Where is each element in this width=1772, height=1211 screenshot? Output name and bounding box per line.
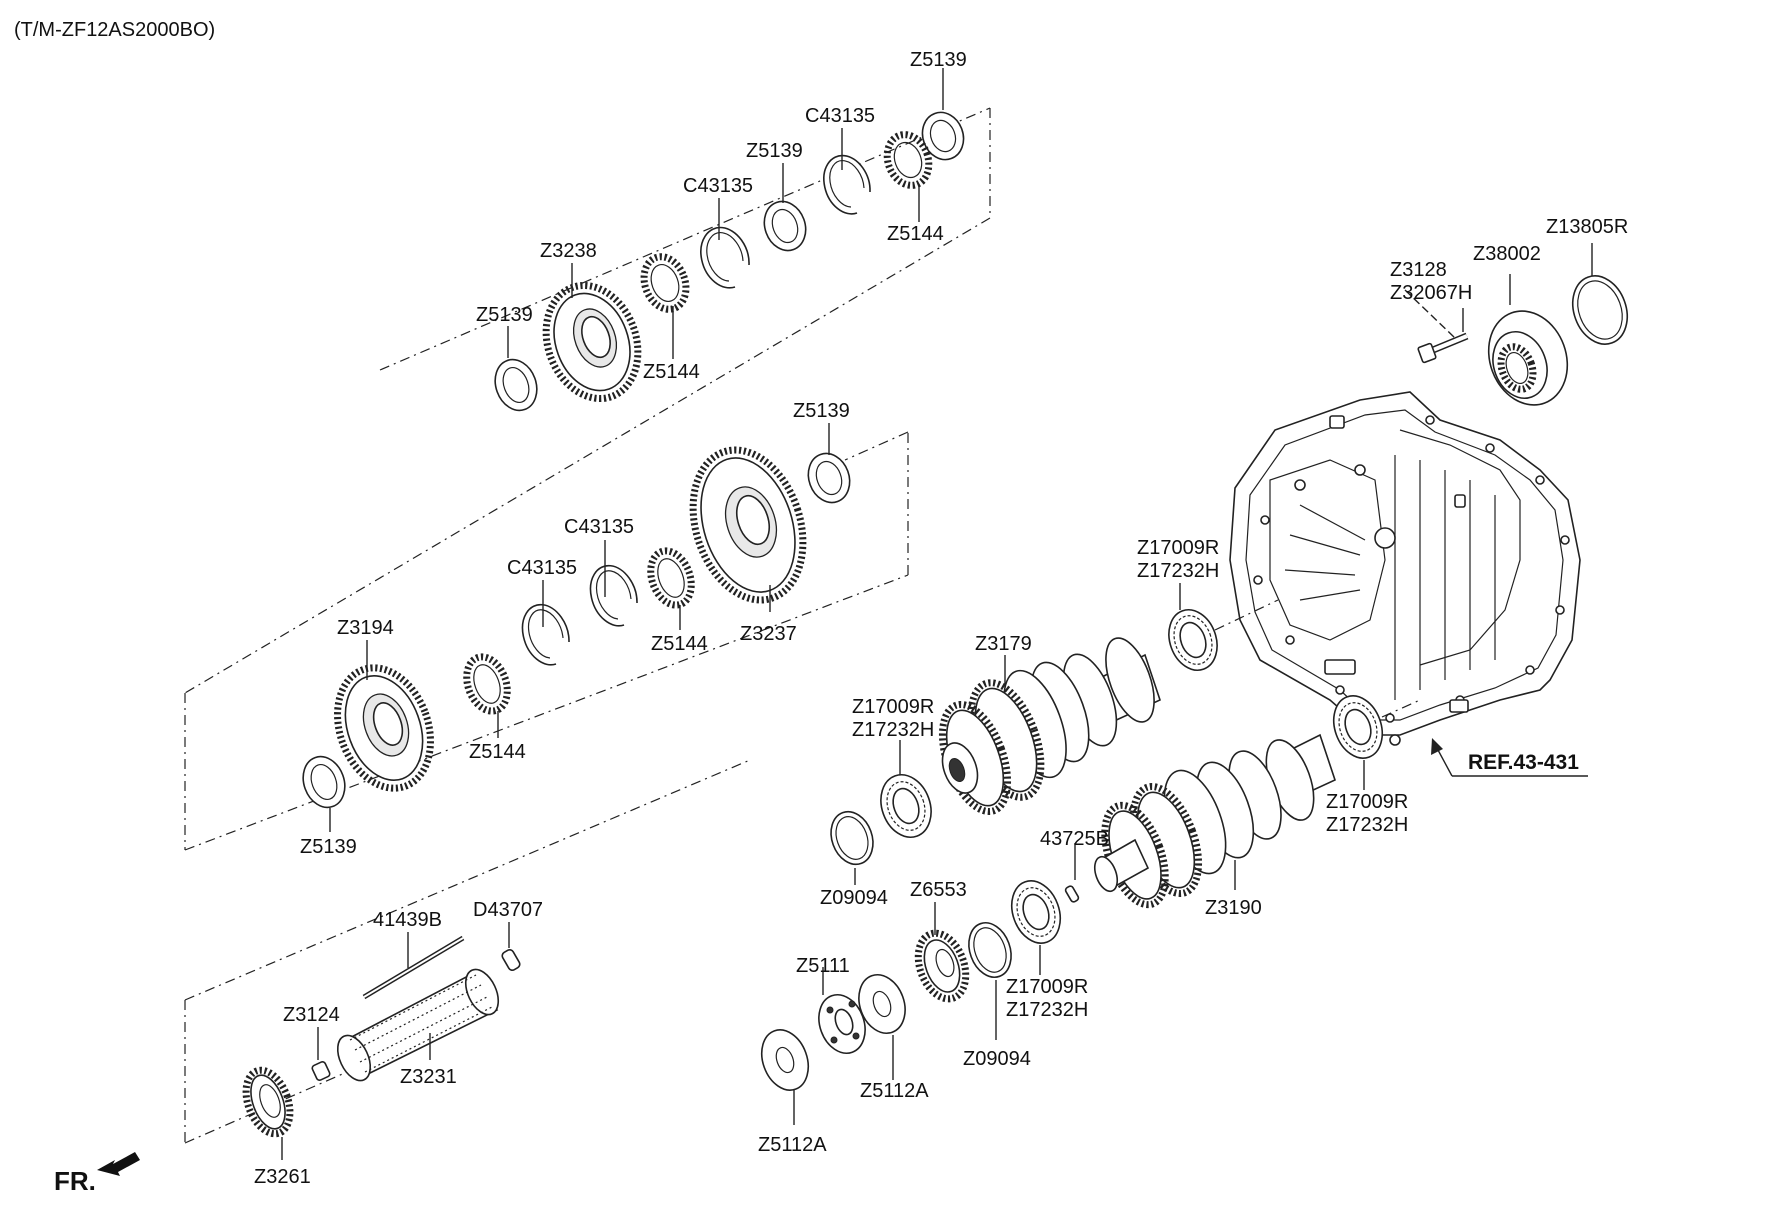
pin-d43707[interactable] xyxy=(501,948,521,971)
label-z5144: Z5144 xyxy=(887,223,944,245)
label-z5139: Z5139 xyxy=(746,140,803,162)
o-ring-z13805r[interactable] xyxy=(1564,268,1637,352)
rod-41439b[interactable] xyxy=(362,935,465,1000)
label-z17009r: Z17009R xyxy=(1326,791,1408,813)
label-z3238: Z3238 xyxy=(540,240,597,262)
snap-ring-z09094-lower[interactable] xyxy=(962,917,1019,983)
bearing-z17009r-right[interactable] xyxy=(1325,689,1390,765)
label-z3179: Z3179 xyxy=(975,633,1032,655)
gear-z3238[interactable] xyxy=(531,272,653,411)
label-c43135: C43135 xyxy=(564,516,634,538)
washer-z5112a-left[interactable] xyxy=(754,1023,817,1096)
circlip-c43135-upper-left[interactable] xyxy=(700,226,750,289)
front-direction-label: FR. xyxy=(54,1166,96,1196)
label-z17009r: Z17009R xyxy=(1006,976,1088,998)
sync-ring-z5144-upper[interactable] xyxy=(637,251,693,315)
label-z17232h: Z17232H xyxy=(1326,814,1408,836)
label-z6553: Z6553 xyxy=(910,879,967,901)
circlip-c43135-middle-right[interactable] xyxy=(589,564,638,627)
label-d43707: D43707 xyxy=(473,899,543,921)
label-z5139: Z5139 xyxy=(300,836,357,858)
bolt-z3128[interactable] xyxy=(1417,332,1469,364)
gear-z6553[interactable] xyxy=(910,927,975,1006)
label-z5144: Z5144 xyxy=(469,741,526,763)
label-z5112a: Z5112A xyxy=(758,1134,827,1156)
upper-right-leaders xyxy=(1404,243,1593,339)
label-z17232h: Z17232H xyxy=(1006,999,1088,1021)
label-z3237: Z3237 xyxy=(740,623,797,645)
middle-group-leaders xyxy=(329,423,830,832)
label-z3261: Z3261 xyxy=(254,1166,311,1188)
transmission-housing[interactable] xyxy=(1229,391,1581,746)
label-z5111: Z5111 xyxy=(796,955,850,977)
label-z32067h: Z32067H xyxy=(1390,282,1472,304)
bearing-z17009r-lower[interactable] xyxy=(1003,874,1068,950)
snap-ring-z5139-mid-upper[interactable] xyxy=(758,196,813,257)
flange-z38002[interactable] xyxy=(1476,300,1580,416)
label-z5139: Z5139 xyxy=(476,304,533,326)
middle-group-outline xyxy=(184,431,909,851)
label-z5144: Z5144 xyxy=(651,633,708,655)
label-z5144: Z5144 xyxy=(643,361,700,383)
countershaft-z3179[interactable] xyxy=(930,632,1164,820)
lower-left-group-parts xyxy=(238,935,521,1140)
snap-ring-z5139-middle-right[interactable] xyxy=(802,448,857,509)
sync-ring-z5144-top[interactable] xyxy=(880,129,935,192)
snap-ring-z5139-middle-left[interactable] xyxy=(296,751,351,814)
label-z3124: Z3124 xyxy=(283,1004,340,1026)
gear-z3237[interactable] xyxy=(675,436,821,615)
upper-group-outline xyxy=(184,107,991,694)
label-z5139: Z5139 xyxy=(910,49,967,71)
label-c43135: C43135 xyxy=(805,105,875,127)
upper-group-parts xyxy=(488,107,970,417)
shaft-group-leaders xyxy=(793,583,1365,1125)
label-z3194: Z3194 xyxy=(337,617,394,639)
bearing-z17009r-left[interactable] xyxy=(873,768,940,845)
gear-z3261[interactable] xyxy=(238,1064,298,1140)
label-41439b: 41439B xyxy=(373,909,442,931)
shaft-z3231[interactable] xyxy=(331,964,505,1085)
sync-ring-z5144-middle-left[interactable] xyxy=(460,651,515,717)
label-z13805r: Z13805R xyxy=(1546,216,1628,238)
lower-left-group-leaders xyxy=(281,922,510,1160)
spacer-z3124[interactable] xyxy=(311,1060,331,1082)
snap-ring-z5139-upper-left[interactable] xyxy=(488,354,543,417)
circlip-c43135-top[interactable] xyxy=(823,154,871,215)
snap-ring-z5139-top[interactable] xyxy=(916,107,970,166)
label-z5112a: Z5112A xyxy=(860,1080,929,1102)
label-z3128: Z3128 xyxy=(1390,259,1447,281)
label-z3231: Z3231 xyxy=(400,1066,457,1088)
diagram-title: (T/M-ZF12AS2000BO) xyxy=(14,19,215,41)
snap-ring-z09094-left[interactable] xyxy=(824,806,880,870)
label-z17009r: Z17009R xyxy=(852,696,934,718)
gear-z3194[interactable] xyxy=(321,655,446,802)
label-z3190: Z3190 xyxy=(1205,897,1262,919)
label-c43135: C43135 xyxy=(507,557,577,579)
reference-callout xyxy=(1431,738,1588,777)
middle-group-parts xyxy=(296,436,857,814)
plate-z5111[interactable] xyxy=(811,988,873,1059)
circlip-c43135-middle-left[interactable] xyxy=(521,603,570,666)
sync-ring-z5144-middle-right[interactable] xyxy=(644,545,699,611)
label-z17009r: Z17009R xyxy=(1137,537,1219,559)
label-z09094: Z09094 xyxy=(820,887,888,909)
reference-link[interactable]: REF.43-431 xyxy=(1468,751,1579,774)
upper-group-leaders xyxy=(507,68,944,359)
mainshaft-z3190[interactable] xyxy=(1090,733,1336,913)
front-direction-arrow-icon xyxy=(97,1152,140,1176)
label-z38002: Z38002 xyxy=(1473,243,1541,265)
pin-43725b[interactable] xyxy=(1064,885,1080,903)
label-c43135: C43135 xyxy=(683,175,753,197)
label-z09094: Z09094 xyxy=(963,1048,1031,1070)
shaft-axis-lines xyxy=(1214,599,1421,718)
bearing-z17009r-upper[interactable] xyxy=(1161,603,1225,677)
label-z5139: Z5139 xyxy=(793,400,850,422)
label-43725b: 43725B xyxy=(1040,828,1109,850)
label-z17232h: Z17232H xyxy=(852,719,934,741)
label-z17232h: Z17232H xyxy=(1137,560,1219,582)
